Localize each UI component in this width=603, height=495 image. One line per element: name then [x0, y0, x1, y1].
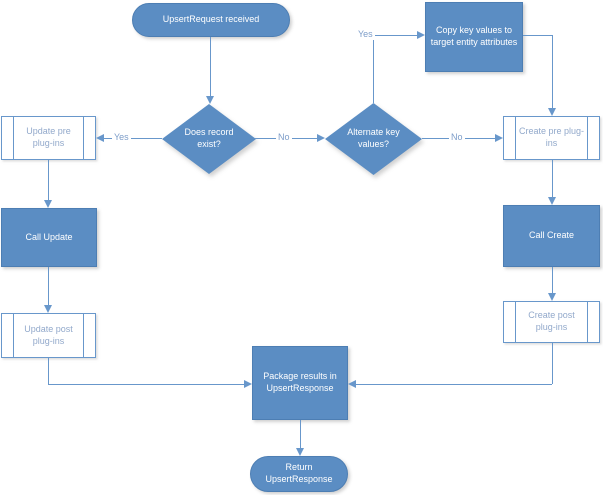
- call-create-label: Call Create: [528, 230, 575, 241]
- decision-diamond: Does record exist?: [162, 104, 256, 174]
- connector-call-create-to-create-post: [552, 267, 553, 293]
- arrowhead-down-icon: [296, 448, 304, 456]
- alternate-key-label: Alternate key values?: [347, 127, 400, 149]
- package-results-process: Package results in UpsertResponse: [252, 346, 348, 420]
- connector-create-post-to-package-vertical: [552, 342, 553, 384]
- copy-key-values-label: Copy key values to target entity attribu…: [430, 25, 518, 47]
- does-record-exist-label: Does record exist?: [184, 127, 234, 149]
- alternate-key-decision: Alternate key values?: [325, 103, 422, 175]
- edge-label-yes: Yes: [112, 132, 131, 143]
- connector-create-post-to-package-horizontal: [356, 384, 552, 385]
- call-create-process: Call Create: [503, 205, 600, 267]
- arrowhead-down-icon: [44, 200, 52, 208]
- connector-package-to-end: [300, 420, 301, 448]
- connector-create-pre-to-call-create: [552, 160, 553, 197]
- arrowhead-left-icon: [96, 134, 104, 142]
- arrowhead-left-icon: [348, 380, 356, 388]
- arrowhead-right-icon: [417, 31, 425, 39]
- decision-diamond: Alternate key values?: [325, 103, 422, 175]
- arrowhead-down-icon: [44, 305, 52, 313]
- does-record-exist-decision: Does record exist?: [162, 104, 256, 174]
- call-update-label: Call Update: [25, 231, 73, 242]
- connector-record-exists-yes: [104, 138, 162, 139]
- connector-call-update-to-update-post: [48, 267, 49, 305]
- arrowhead-down-icon: [548, 293, 556, 301]
- arrowhead-right-icon: [495, 134, 503, 142]
- package-results-label: Package results in UpsertResponse: [263, 371, 337, 393]
- connector-update-pre-to-call-update: [48, 160, 49, 200]
- update-post-plugins-label: Update post plug-ins: [24, 323, 73, 346]
- arrowhead-down-icon: [548, 108, 556, 116]
- end-terminator: Return UpsertResponse: [250, 456, 348, 492]
- create-pre-plugins-label: Create pre plug-ins: [518, 126, 585, 148]
- edge-label-no: No: [449, 132, 465, 143]
- connector-update-post-to-package-vertical: [48, 358, 49, 384]
- arrowhead-right-icon: [317, 134, 325, 142]
- connector-start-to-record-exists: [210, 37, 211, 97]
- arrowhead-down-icon: [206, 96, 214, 104]
- edge-label-yes: Yes: [356, 29, 375, 40]
- call-update-process: Call Update: [1, 208, 97, 267]
- update-post-plugins-subprocess: Update post plug-ins: [1, 313, 96, 358]
- create-pre-plugins-subprocess: Create pre plug-ins: [503, 116, 600, 160]
- connector-alternate-key-yes-vertical: [373, 35, 374, 103]
- connector-alternate-key-yes-horizontal: [373, 35, 417, 36]
- create-post-plugins-label: Create post plug-ins: [528, 310, 575, 332]
- start-terminator: UpsertRequest received: [132, 3, 290, 37]
- create-post-plugins-subprocess: Create post plug-ins: [503, 301, 600, 343]
- update-pre-plugins-subprocess: Update pre plug-ins: [1, 116, 96, 160]
- copy-key-values-process: Copy key values to target entity attribu…: [425, 2, 523, 72]
- arrowhead-right-icon: [244, 380, 252, 388]
- connector-copy-to-create-pre-vertical: [552, 35, 553, 108]
- connector-copy-to-create-pre-horizontal: [523, 35, 552, 36]
- edge-label-no: No: [276, 132, 292, 143]
- arrowhead-down-icon: [548, 197, 556, 205]
- update-pre-plugins-label: Update pre plug-ins: [26, 126, 71, 148]
- connector-update-post-to-package-horizontal: [48, 384, 244, 385]
- end-label: Return UpsertResponse: [265, 462, 333, 484]
- start-label: UpsertRequest received: [162, 14, 260, 25]
